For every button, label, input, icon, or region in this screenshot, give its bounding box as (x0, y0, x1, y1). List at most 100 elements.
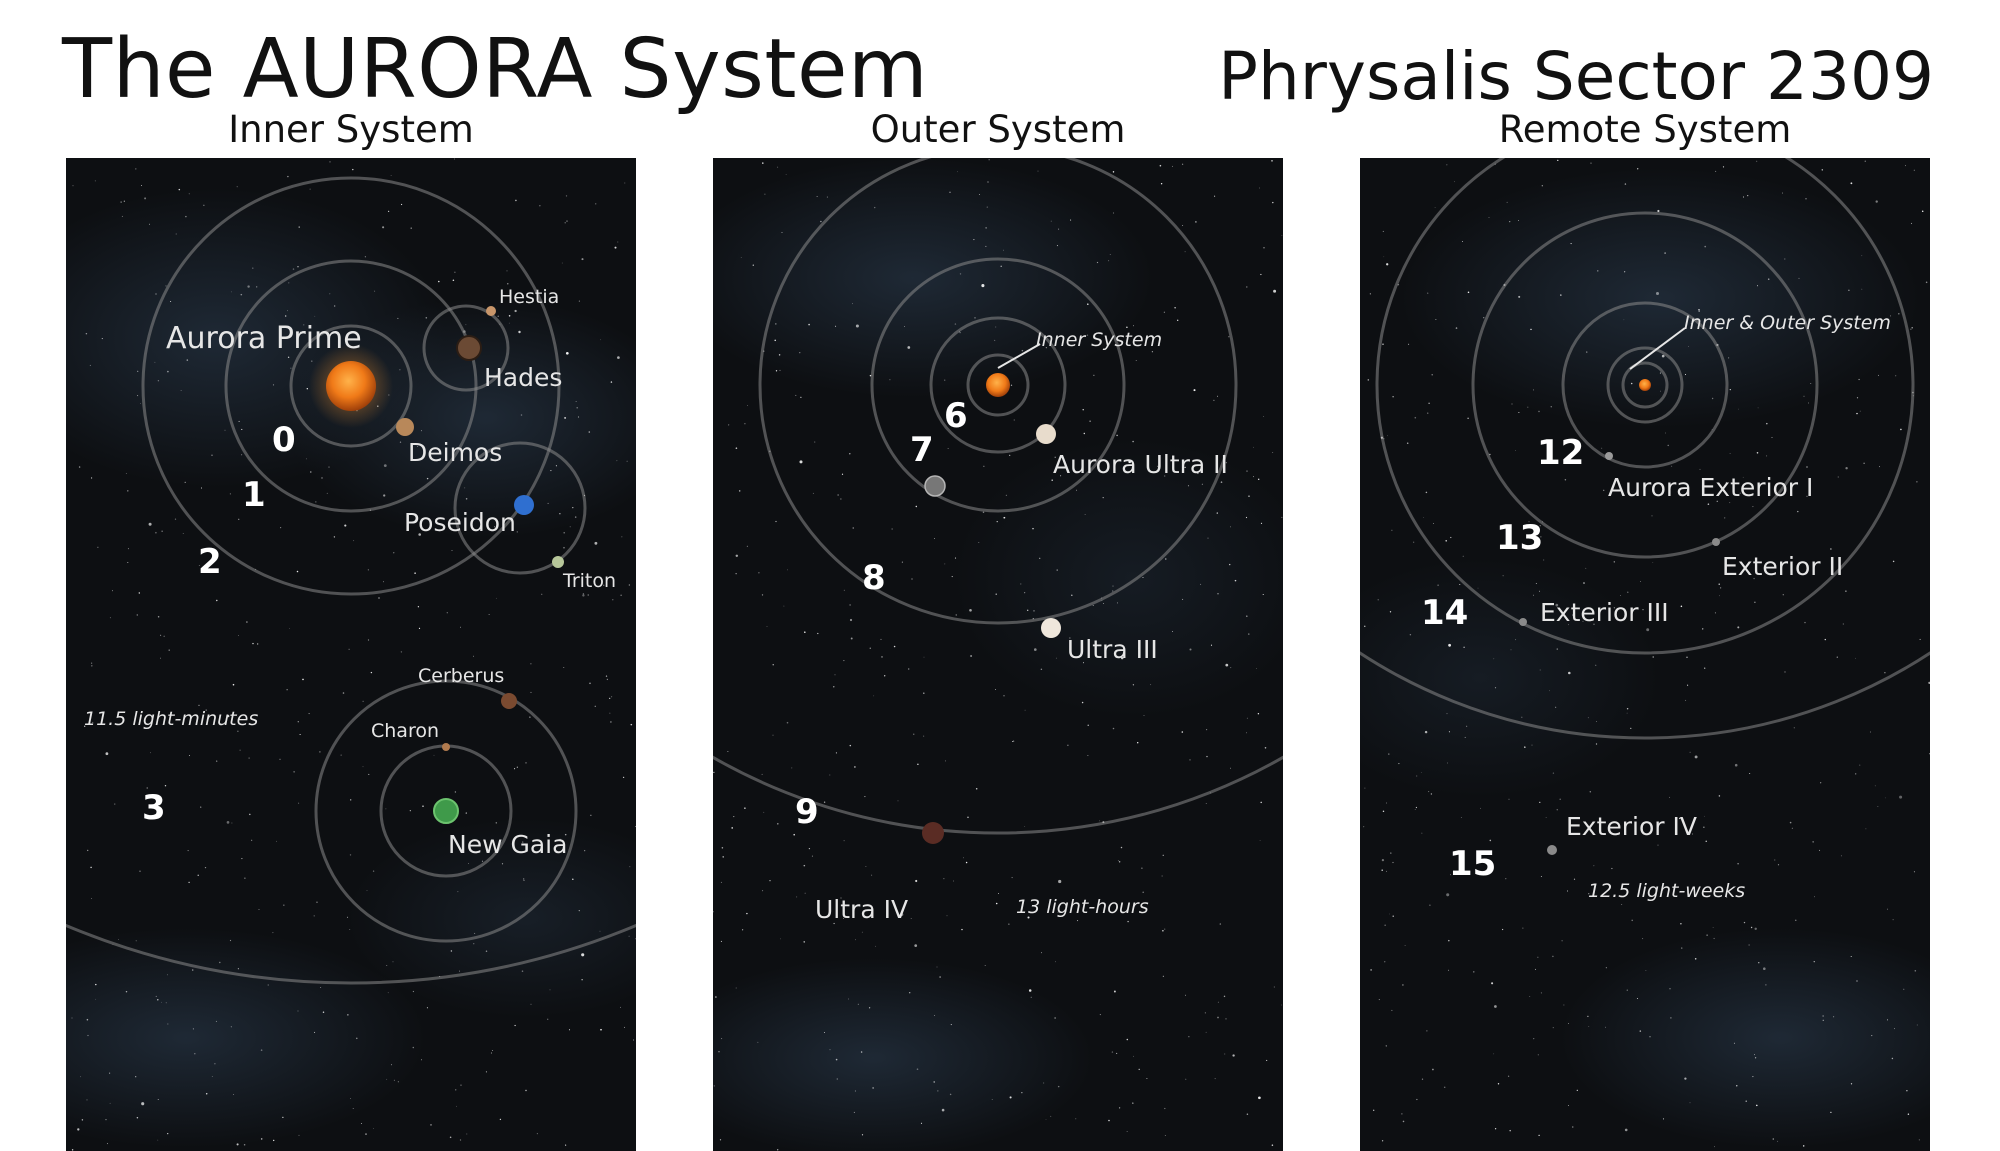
background-star (366, 890, 368, 891)
background-star (1050, 1115, 1052, 1117)
inner-system-inset-label: Inner System (1036, 329, 1162, 351)
background-star (1719, 587, 1722, 589)
background-star (939, 976, 941, 978)
background-star (249, 813, 251, 816)
background-star (1555, 603, 1559, 607)
background-star (516, 296, 518, 299)
background-star (1099, 820, 1101, 822)
background-star (1257, 713, 1260, 715)
background-star (520, 414, 523, 416)
background-star (1560, 294, 1562, 296)
background-star (1262, 593, 1264, 596)
background-star (915, 879, 918, 883)
background-star (1363, 826, 1365, 828)
background-star (1165, 558, 1167, 560)
background-star (1705, 840, 1707, 842)
background-star (287, 175, 289, 178)
background-star (1373, 1109, 1375, 1111)
background-star (1508, 798, 1510, 800)
background-star (1157, 465, 1159, 468)
background-star (393, 552, 395, 554)
background-star (1112, 212, 1115, 214)
background-star (937, 1090, 939, 1092)
background-star (1225, 663, 1229, 667)
background-star (1447, 969, 1450, 971)
orbit-9 (713, 755, 1283, 835)
background-star (624, 182, 626, 184)
background-star (1077, 920, 1079, 922)
background-star (1626, 712, 1628, 714)
background-star (1467, 417, 1469, 420)
background-star (1162, 975, 1164, 977)
background-star (1664, 252, 1666, 254)
orbit-13 (1471, 211, 1819, 559)
background-star (230, 291, 232, 293)
exterior-ii-label: Exterior II (1722, 552, 1843, 581)
background-star (251, 839, 253, 841)
aurora-exterior-i-planet (1605, 452, 1613, 460)
background-star (1582, 620, 1584, 622)
background-star (1493, 658, 1495, 660)
background-star (1639, 1030, 1642, 1032)
background-star (1414, 809, 1416, 810)
background-star (342, 692, 345, 694)
background-star (1021, 349, 1024, 352)
background-star (1230, 767, 1231, 769)
background-star (77, 1128, 80, 1131)
background-star (205, 1093, 208, 1095)
background-star (350, 799, 352, 801)
background-star (137, 395, 139, 397)
background-star (1803, 395, 1805, 397)
background-star (823, 801, 826, 803)
background-star (326, 492, 328, 494)
background-star (605, 675, 608, 677)
background-star (1113, 990, 1116, 993)
background-star (1910, 222, 1913, 225)
background-star (1596, 721, 1597, 722)
background-star (1401, 1113, 1403, 1115)
background-star (778, 354, 781, 356)
orbit-number-7: 7 (910, 430, 934, 470)
background-star (1045, 347, 1047, 349)
background-star (240, 293, 243, 296)
background-star (1464, 736, 1466, 738)
background-star (1055, 961, 1056, 963)
background-star (157, 380, 160, 382)
exterior-iii-planet (1519, 618, 1527, 626)
background-star (1879, 466, 1880, 468)
background-star (787, 569, 788, 571)
background-star (1207, 537, 1209, 539)
background-star (954, 323, 957, 325)
background-star (374, 728, 376, 730)
background-star (747, 405, 749, 406)
background-star (1533, 1037, 1535, 1040)
background-star (1195, 221, 1197, 223)
background-star (865, 866, 867, 868)
background-star (399, 441, 402, 443)
ultra-iv-label: Ultra IV (815, 895, 908, 924)
background-star (400, 651, 403, 653)
background-star (1118, 860, 1121, 863)
background-star (1070, 219, 1072, 221)
background-star (418, 627, 421, 630)
background-star (454, 791, 457, 793)
background-star (1258, 187, 1260, 189)
background-star (1189, 759, 1191, 761)
background-star (1736, 1085, 1738, 1087)
background-star (1703, 826, 1705, 828)
background-star (742, 929, 744, 931)
background-star (473, 655, 474, 657)
background-star (1649, 1036, 1651, 1038)
orbit-8 (758, 158, 1238, 625)
background-star (1256, 667, 1257, 669)
background-star (599, 930, 601, 932)
background-star (1573, 878, 1576, 880)
background-star (1737, 626, 1740, 629)
background-star (995, 326, 997, 328)
background-star (840, 498, 842, 500)
background-star (574, 516, 577, 518)
background-star (1111, 1051, 1114, 1053)
background-star (1821, 169, 1824, 171)
background-star (1415, 806, 1417, 809)
background-star (563, 546, 565, 549)
